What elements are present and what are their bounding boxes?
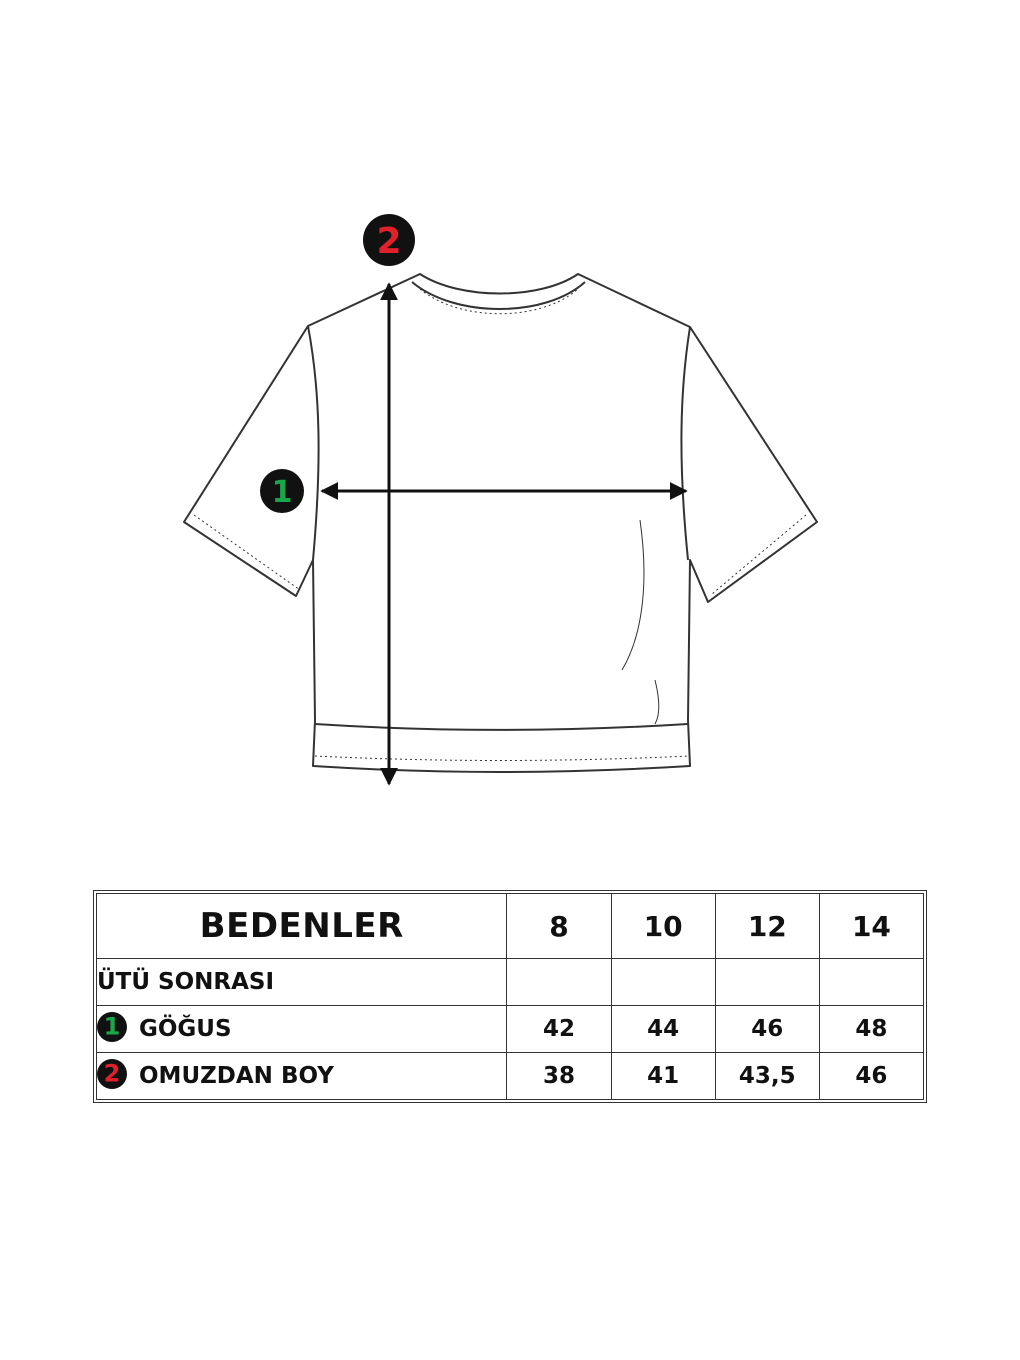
tshirt-diagram: 1 2	[183, 214, 818, 786]
marker-2-badge: 2	[97, 1059, 127, 1089]
table-cell: 42	[506, 1005, 612, 1053]
size-header: 12	[714, 893, 820, 959]
marker-2-number: 2	[376, 221, 401, 262]
table-cell	[610, 958, 716, 1006]
section-label: ÜTÜ SONRASI	[95, 958, 508, 1006]
table-cell: 38	[506, 1052, 612, 1100]
table-cell: 46	[818, 1052, 925, 1100]
table-header-row: BEDENLER 8 10 12 14	[95, 893, 925, 959]
marker-1-number: 1	[272, 475, 293, 510]
table-title: BEDENLER	[95, 893, 508, 959]
table-cell: 44	[610, 1005, 716, 1053]
tshirt-outline	[183, 273, 818, 773]
measurement-arrows	[320, 282, 688, 786]
marker-1-badge: 1	[97, 1012, 127, 1042]
table-cell: 43,5	[714, 1052, 820, 1100]
table-cell: 48	[818, 1005, 925, 1053]
size-header: 8	[506, 893, 612, 959]
table-cell: 46	[714, 1005, 820, 1053]
table-row-section: ÜTÜ SONRASI	[95, 958, 925, 1006]
table-cell: 41	[610, 1052, 716, 1100]
table-cell	[506, 958, 612, 1006]
marker-1-chest: 1	[260, 469, 304, 513]
size-header: 10	[610, 893, 716, 959]
table-cell	[714, 958, 820, 1006]
size-header: 14	[818, 893, 925, 959]
marker-2-length: 2	[363, 214, 415, 266]
table-cell	[818, 958, 925, 1006]
